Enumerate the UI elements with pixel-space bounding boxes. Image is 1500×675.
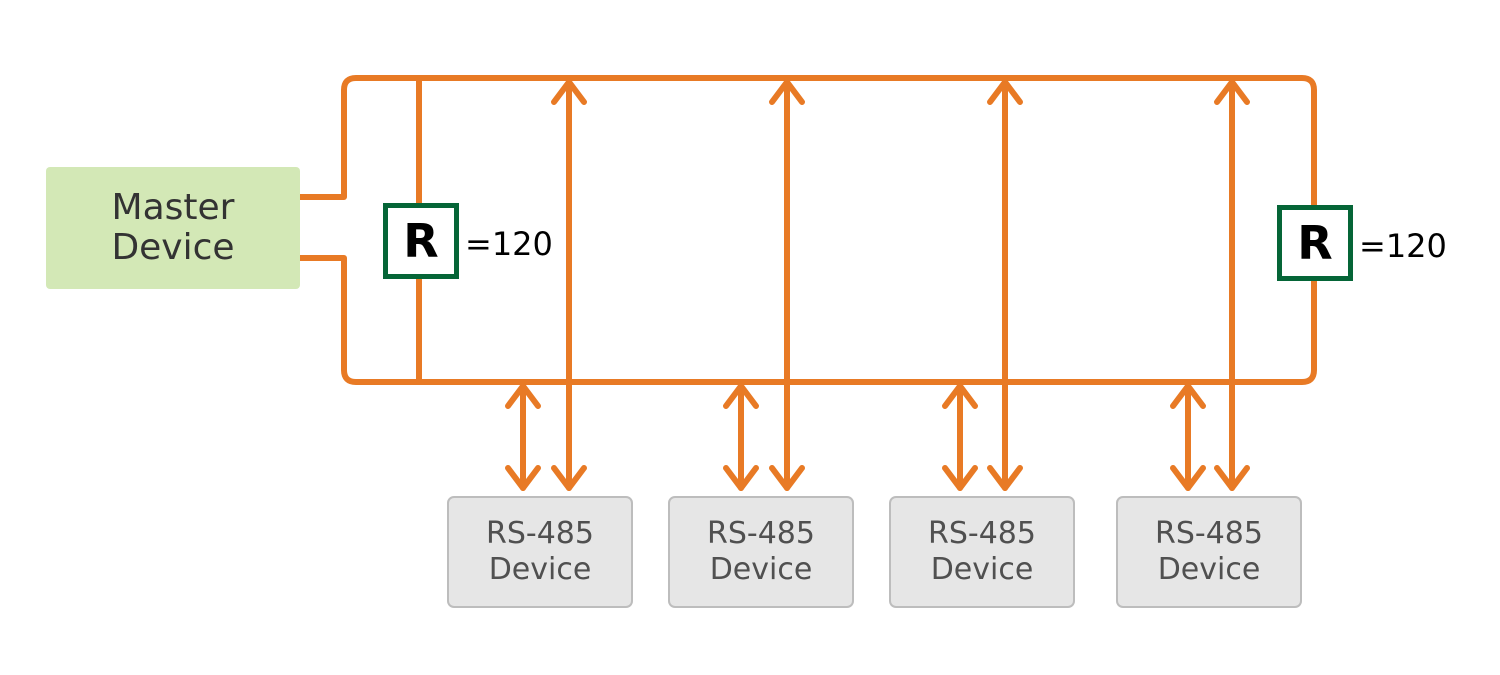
device-label-line1: RS-485 xyxy=(928,516,1036,551)
top-bus-drops xyxy=(566,79,1235,491)
rs485-device-2: RS-485 Device xyxy=(668,496,854,608)
resistor-symbol: R xyxy=(1297,216,1333,270)
down-arrowheads-long xyxy=(551,465,1250,491)
left-terminator-resistor: R xyxy=(383,203,459,279)
right-resistor-value: =120 xyxy=(1359,227,1447,265)
arrowhead-up xyxy=(1214,79,1250,105)
device-label-line2: Device xyxy=(709,552,813,587)
arrowhead-down xyxy=(1170,465,1206,491)
right-terminator-resistor: R xyxy=(1277,205,1353,281)
arrowhead-down xyxy=(987,465,1023,491)
master-device: Master Device xyxy=(46,167,300,289)
arrowhead-down xyxy=(942,465,978,491)
arrowhead-down xyxy=(723,465,759,491)
arrowhead-down xyxy=(769,465,805,491)
arrowhead-up xyxy=(942,383,978,409)
master-label-line1: Master xyxy=(111,187,235,228)
bottom-bus-drops xyxy=(505,383,1206,491)
arrowhead-up xyxy=(551,79,587,105)
arrowhead-up xyxy=(1170,383,1206,409)
resistor-symbol: R xyxy=(403,214,439,268)
rs485-device-1: RS-485 Device xyxy=(447,496,633,608)
device-label-line2: Device xyxy=(488,552,592,587)
arrowhead-up xyxy=(723,383,759,409)
rs485-device-3: RS-485 Device xyxy=(889,496,1075,608)
arrowhead-up xyxy=(505,383,541,409)
device-label-line1: RS-485 xyxy=(486,516,594,551)
master-label-line2: Device xyxy=(111,227,235,268)
arrowhead-up xyxy=(987,79,1023,105)
device-label-line2: Device xyxy=(1157,552,1261,587)
rs485-device-4: RS-485 Device xyxy=(1116,496,1302,608)
arrowhead-up xyxy=(769,79,805,105)
device-label-line1: RS-485 xyxy=(707,516,815,551)
left-resistor-value: =120 xyxy=(465,225,553,263)
arrowhead-down xyxy=(551,465,587,491)
arrowhead-down xyxy=(1214,465,1250,491)
arrowhead-down xyxy=(505,465,541,491)
device-label-line1: RS-485 xyxy=(1155,516,1263,551)
up-arrowheads-top xyxy=(551,79,1250,105)
device-label-line2: Device xyxy=(930,552,1034,587)
